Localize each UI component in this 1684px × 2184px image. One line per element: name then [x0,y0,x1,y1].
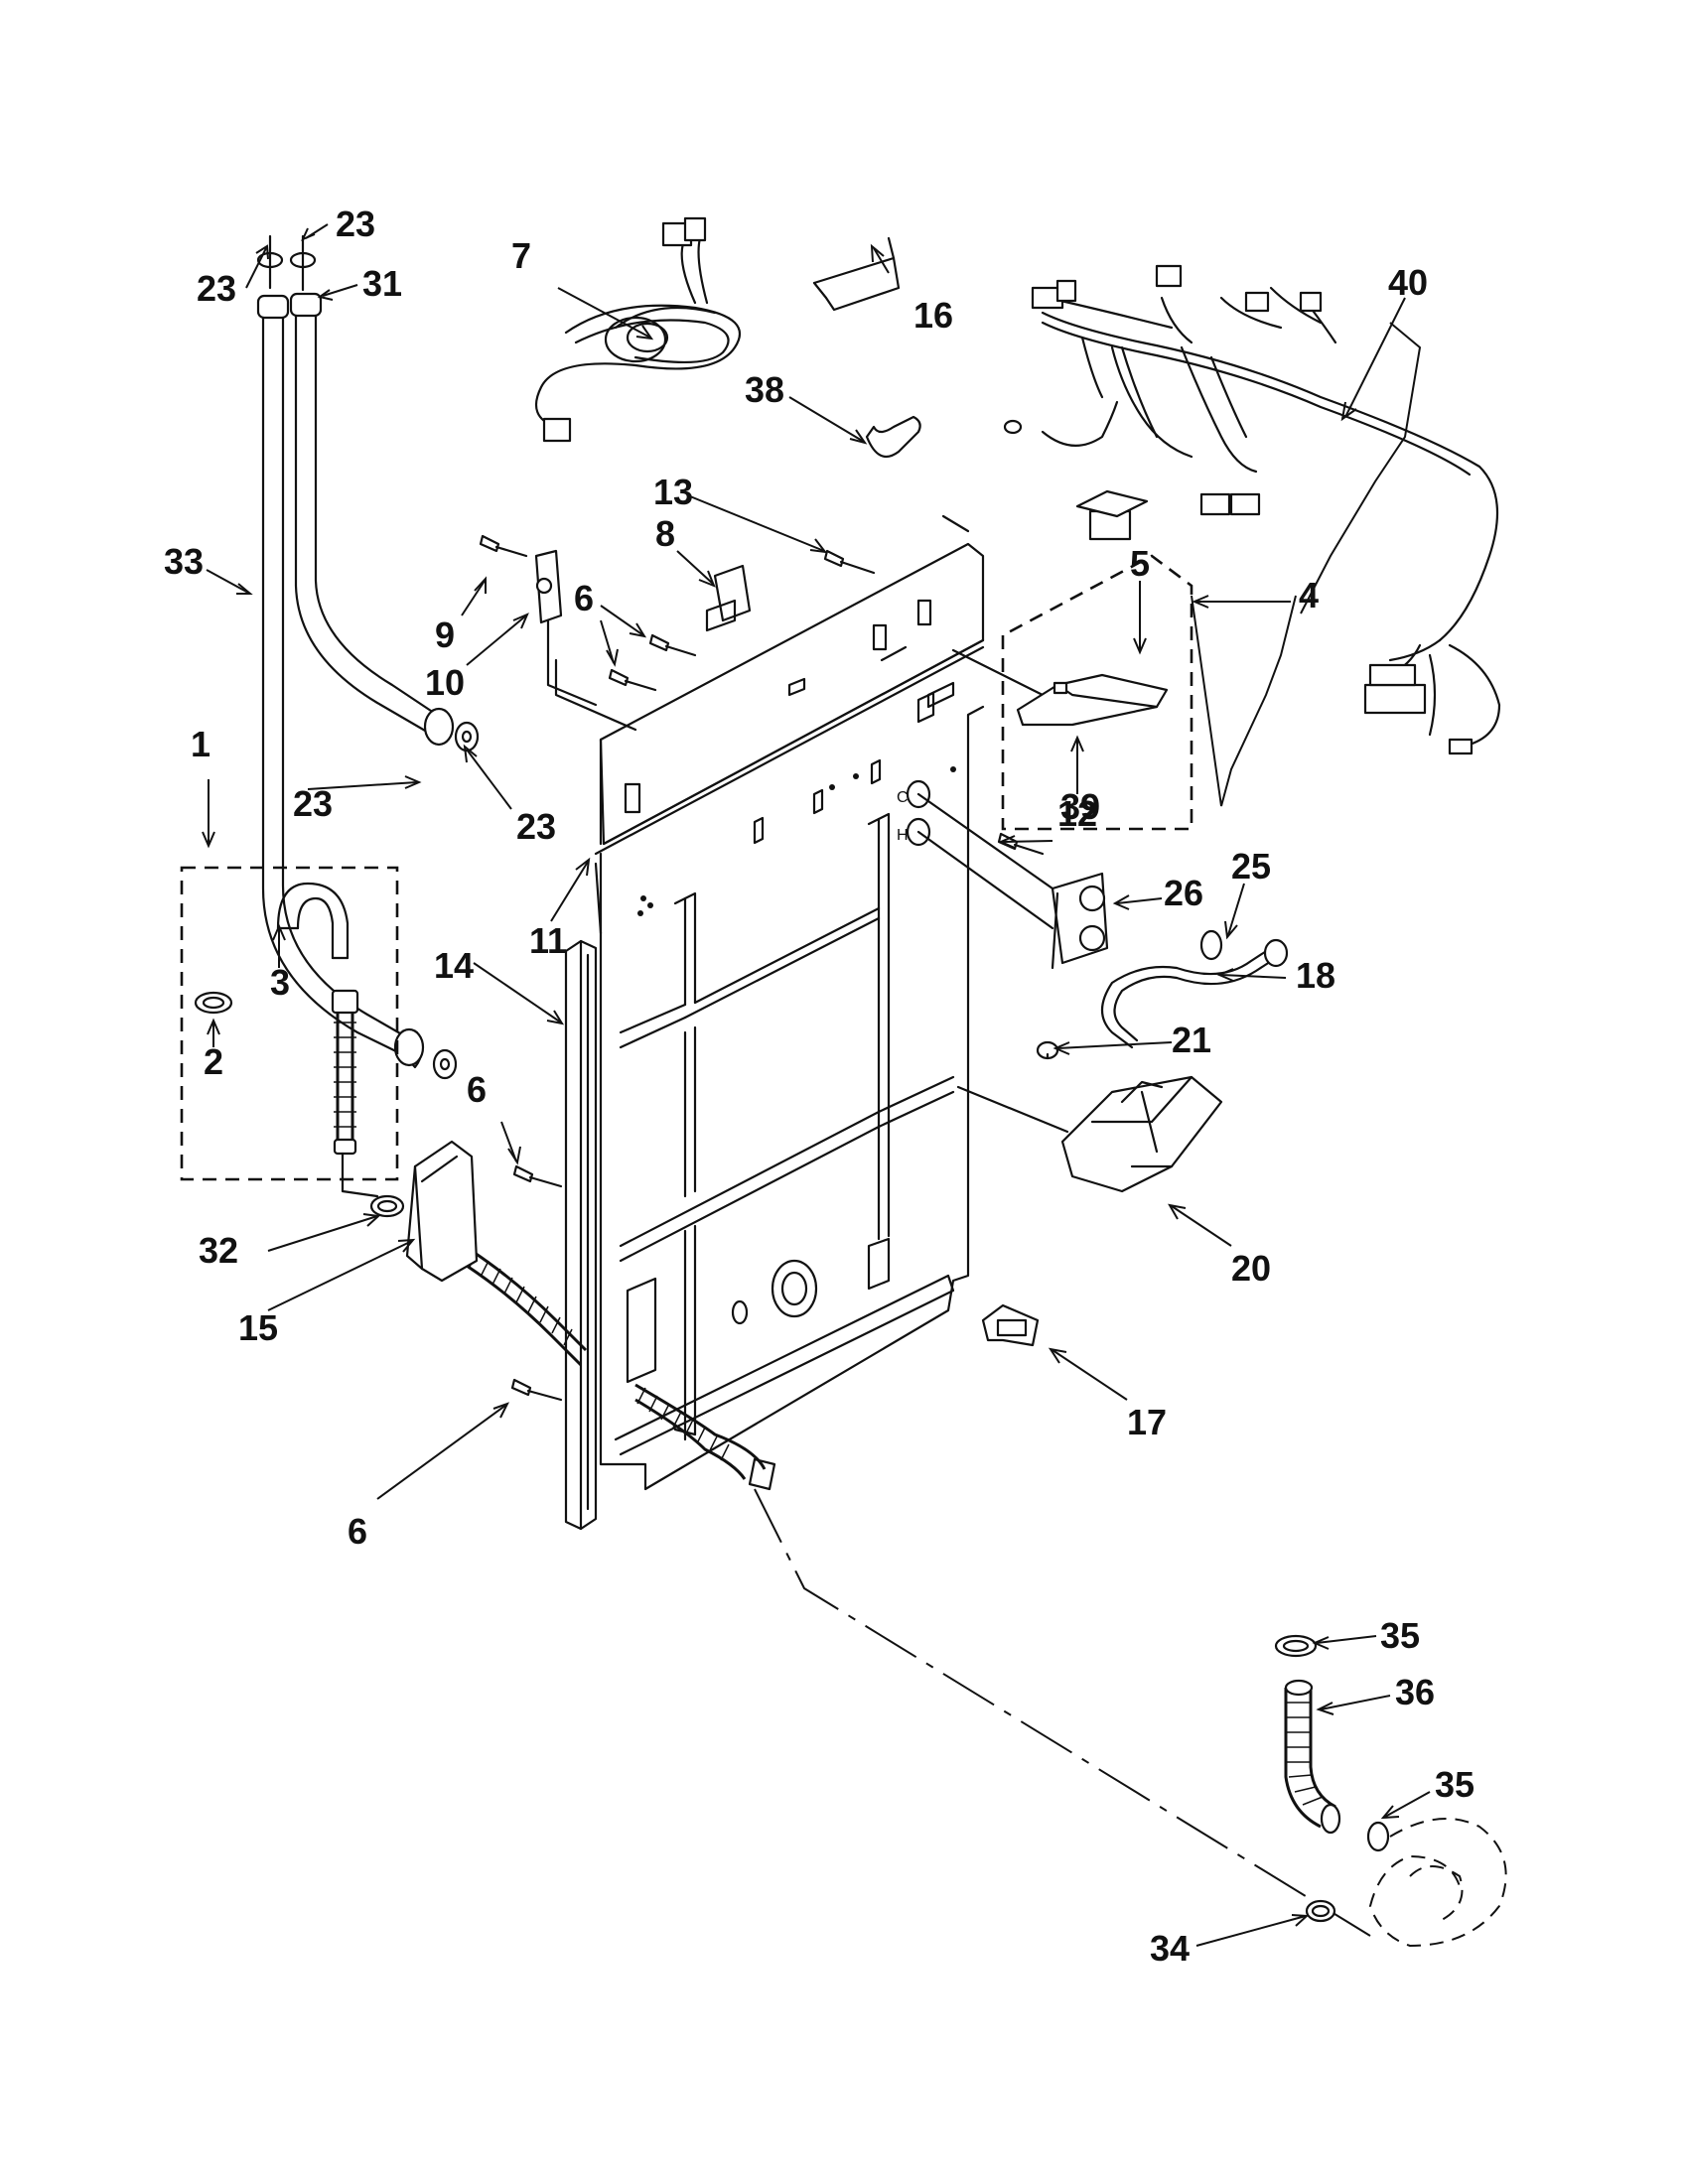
callout-1: 1 [191,724,210,764]
callout-3: 3 [270,962,290,1003]
callout-35-bottom: 35 [1435,1764,1474,1805]
wire-harness [1003,264,1501,755]
leader-lines [202,223,1431,1947]
callout-16: 16 [913,295,953,336]
kit-box-4 [1001,489,1193,831]
callout-23-top-right: 23 [336,204,375,244]
bracket-16 [812,236,901,312]
bracket-10 [534,549,598,707]
callout-10: 10 [425,662,465,703]
callout-17: 17 [1127,1402,1167,1442]
callout-6-bottom: 6 [348,1511,367,1552]
water-valve [916,792,1109,970]
drain-extension [1274,1634,1507,1948]
callout-35-top: 35 [1380,1615,1420,1656]
clip-38 [865,415,921,459]
callout-39: 39 [1060,786,1100,827]
callout-6-mid: 6 [467,1069,487,1110]
plug-17 [981,1303,1040,1347]
callout-26: 26 [1164,873,1203,913]
power-cord [534,216,741,443]
switch-8 [705,564,752,632]
callout-21: 21 [1172,1020,1211,1060]
callout-31: 31 [362,263,402,304]
rear-panel: C H [554,514,1045,1491]
callout-labels: 1 2 3 4 5 6 6 6 7 8 9 10 11 12 13 14 15 … [164,204,1474,1969]
callout-8: 8 [655,513,675,554]
callout-36: 36 [1395,1672,1435,1712]
callout-25: 25 [1231,846,1271,887]
callout-2: 2 [204,1041,223,1082]
callout-40: 40 [1388,262,1428,303]
callout-4: 4 [1299,575,1319,615]
hot-mark: H [897,827,909,844]
callout-23-top-left: 23 [197,268,236,309]
side-rail [564,939,598,1531]
clamp-32 [341,1177,405,1218]
callout-7: 7 [511,235,531,276]
callout-5: 5 [1130,543,1150,584]
fill-hose-18 [1036,929,1289,1060]
callout-9: 9 [435,614,455,655]
callout-14: 14 [434,945,474,986]
callout-23-bottom-left: 23 [293,783,333,824]
callout-13: 13 [653,472,693,512]
callout-38: 38 [745,369,784,410]
standpipe-15 [405,1140,479,1283]
callout-34: 34 [1150,1928,1190,1969]
kit-box-1 [180,866,399,1181]
callout-23-bottom-right: 23 [516,806,556,847]
callout-18: 18 [1296,955,1335,996]
callout-11: 11 [529,920,567,961]
cold-mark: C [897,789,909,806]
callout-33: 33 [164,541,204,582]
callout-32: 32 [199,1230,238,1271]
screws [479,534,1045,1402]
callout-6-top: 6 [574,578,594,618]
callout-15: 15 [238,1307,278,1348]
callout-12: 12 [1057,793,1097,834]
dispenser-20 [956,1075,1223,1193]
drain-hose [466,1249,1371,1937]
callout-20: 20 [1231,1248,1271,1289]
